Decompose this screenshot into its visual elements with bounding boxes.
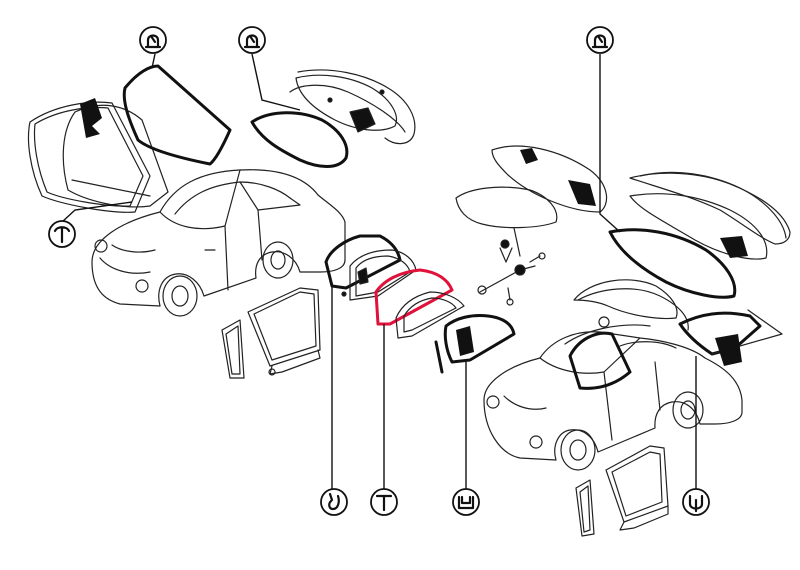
- vent-window-right: [575, 479, 595, 537]
- coupe-rear-window-glass: [289, 69, 416, 145]
- cabriolet-car-outline: [483, 288, 743, 471]
- window-hardware: [477, 239, 546, 306]
- coupe-car-outline: [91, 169, 346, 317]
- cabriolet-windshield: [568, 279, 678, 390]
- door-glass-right: [605, 445, 669, 531]
- door-glass-left: [247, 287, 321, 376]
- coupe-windshield-frame: [122, 64, 232, 166]
- quarter-window-seal-inner: [434, 314, 516, 374]
- t-profile-center-icon: [370, 488, 398, 516]
- channel-profile-icon: [452, 488, 480, 516]
- t-profile-icon: [48, 220, 76, 248]
- cabriolet-rear-glass: [678, 309, 783, 366]
- rear-window-seal-profile-icon: [238, 26, 266, 54]
- hardtop-seal-lower: [629, 193, 768, 260]
- coupe-rear-window-seal: [250, 111, 349, 168]
- hardtop-windshield-seal: [608, 228, 737, 299]
- coupe-windshield-seal: [27, 101, 151, 213]
- hardtop-glass: [455, 186, 558, 257]
- quarter-window-seal-highlight: [374, 268, 454, 326]
- quarter-window-glass: [395, 291, 465, 339]
- u-profile-icon: [682, 488, 710, 516]
- quarter-window-seal-profile-icon: [320, 488, 348, 516]
- coupe-windshield-glass: [62, 98, 169, 208]
- windshield-seal-profile-icon: [139, 26, 167, 54]
- vent-window-left: [221, 319, 245, 379]
- hardtop-seal-profile-icon: [586, 26, 614, 54]
- quarter-window-frame: [341, 249, 417, 301]
- hardtop-seal-upper: [629, 171, 791, 245]
